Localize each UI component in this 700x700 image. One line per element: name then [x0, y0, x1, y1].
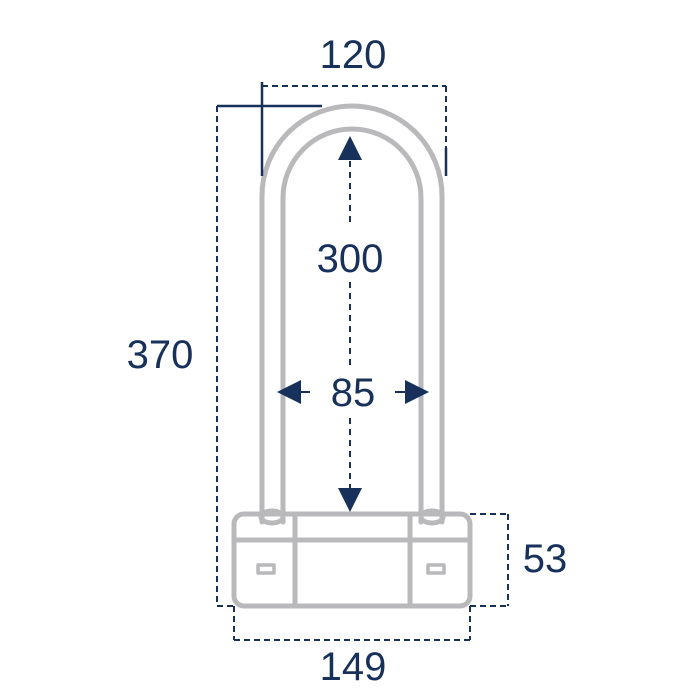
label-inner-height: 300	[317, 237, 384, 281]
shackle-left-foot	[258, 508, 286, 526]
lock-left-keyway	[256, 563, 276, 575]
label-body-height: 53	[523, 537, 568, 581]
u-lock-illustration	[231, 103, 473, 609]
shackle-inner-outline	[280, 126, 424, 525]
label-inner-width: 85	[331, 371, 376, 415]
lock-body-outline	[231, 511, 473, 609]
shackle-right-foot	[418, 508, 446, 526]
shackle-outer-outline	[259, 103, 445, 525]
label-shackle-width: 120	[320, 33, 387, 77]
dimension-lines	[216, 82, 509, 641]
label-total-height: 370	[127, 333, 194, 377]
dimension-shackle-width	[260, 82, 448, 176]
dimension-body-width	[233, 606, 471, 641]
dimension-total-height	[216, 104, 322, 607]
label-body-width: 149	[320, 645, 387, 689]
dimension-body-height	[470, 513, 509, 607]
lock-right-keyway	[426, 563, 446, 575]
